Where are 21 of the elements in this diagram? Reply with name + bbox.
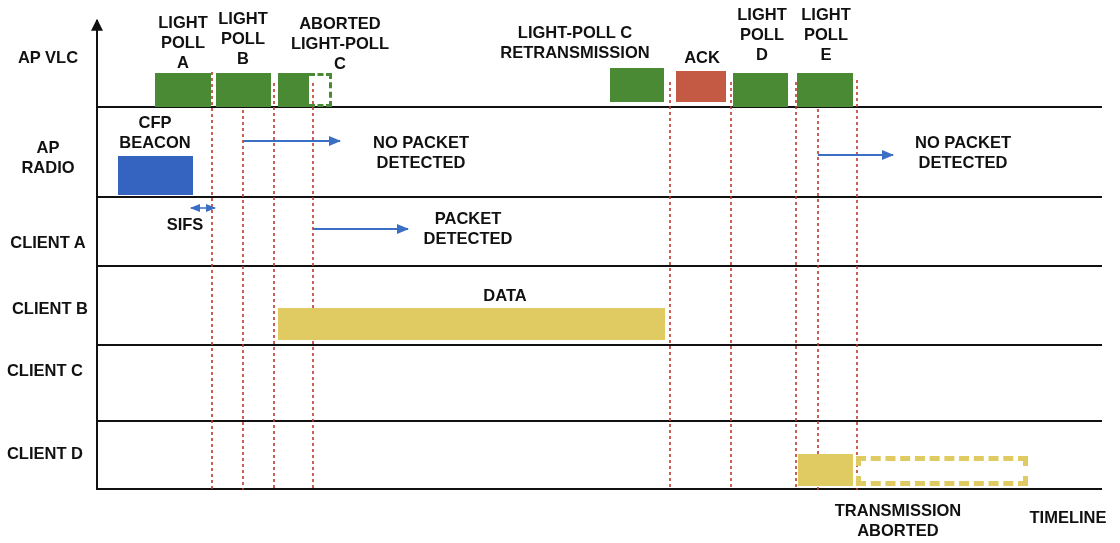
packet-label: LIGHT POLL E	[800, 4, 852, 64]
lane-label: CLIENT A	[9, 232, 87, 252]
packet-label: LIGHT-POLL C RETRANSMISSION	[499, 22, 651, 62]
packet-label: LIGHT POLL A	[157, 12, 209, 72]
packet-label: ABORTED LIGHT-POLL C	[289, 13, 391, 73]
packet-label: ACK	[683, 47, 721, 67]
lane-label: SIFS	[165, 214, 205, 234]
lane-label: CLIENT C	[5, 360, 85, 380]
lane-label: AP VLC	[16, 47, 80, 67]
packet-label: LIGHT POLL D	[736, 4, 788, 64]
packet-label: TRANSMISSION ABORTED	[833, 500, 963, 540]
packet-label: DATA	[482, 285, 528, 305]
lane-label: CLIENT B	[10, 298, 90, 318]
lane-label: NO PACKET DETECTED	[914, 132, 1012, 172]
lane-label: NO PACKET DETECTED	[372, 132, 470, 172]
lane-label: AP RADIO	[20, 137, 76, 177]
packet-label: CFP BEACON	[118, 112, 192, 152]
lane-label: PACKET DETECTED	[422, 208, 514, 248]
axis-label: TIMELINE	[1028, 507, 1108, 527]
lane-label: CLIENT D	[5, 443, 85, 463]
packet-label: LIGHT POLL B	[217, 8, 269, 68]
